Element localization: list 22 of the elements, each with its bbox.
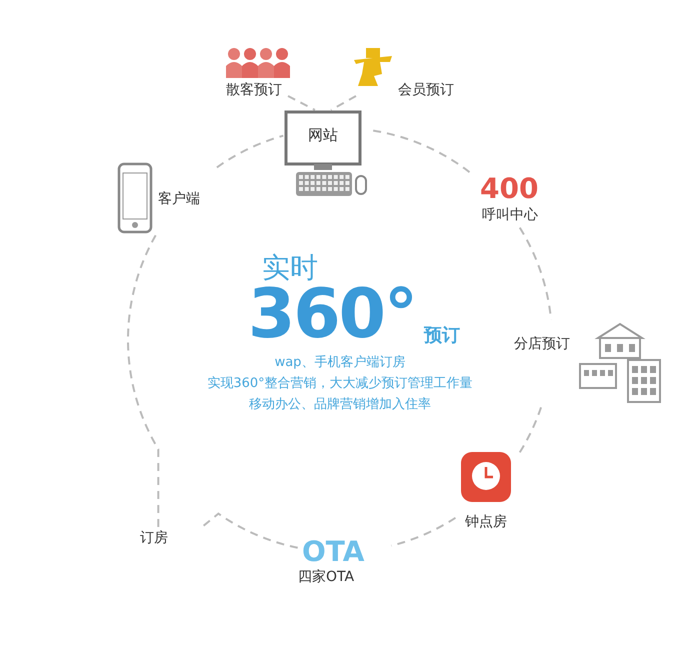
dashed-connector xyxy=(518,227,552,320)
node-label: 散客预订 xyxy=(226,82,282,99)
description-text: wap、手机客户端订房 xyxy=(274,356,406,371)
dashed-connector xyxy=(216,134,284,168)
dashed-connector xyxy=(330,95,356,111)
dashed-connector xyxy=(390,516,456,547)
node-label: 会员预订 xyxy=(398,82,454,99)
description-text: 实现360°整合营销，大大减少预订管理工作量 xyxy=(206,377,474,392)
dashed-connector xyxy=(201,512,298,549)
big-label: OTA xyxy=(302,535,364,569)
headline: 预订 xyxy=(424,326,460,347)
node-label: 呼叫中心 xyxy=(482,207,538,224)
dashed-connector xyxy=(127,233,160,527)
node-label: 客户端 xyxy=(158,191,200,208)
node-label: 订房 xyxy=(140,530,168,547)
node-label: 分店预订 xyxy=(514,336,570,353)
node-label: 四家OTA xyxy=(298,569,354,586)
node-label: 网站 xyxy=(308,126,338,144)
description-text: 移动办公、品牌营销增加入住率 xyxy=(248,398,432,413)
big-label: 400 xyxy=(480,172,538,206)
node-label: 钟点房 xyxy=(465,514,507,531)
dashed-connector xyxy=(288,95,316,111)
